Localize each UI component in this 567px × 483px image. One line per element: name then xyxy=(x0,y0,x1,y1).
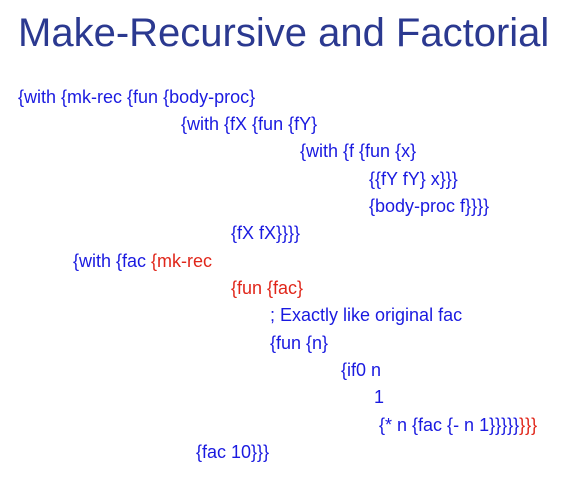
code-segment-highlighted: }}} xyxy=(519,415,538,435)
code-segment: {fX fX}}}} xyxy=(231,223,301,243)
code-segment: {with {fac xyxy=(73,251,152,271)
code-line: {with {f {fun {x} xyxy=(300,140,416,162)
code-line: {fun {n} xyxy=(270,332,328,354)
code-segment-highlighted: {fun {fac} xyxy=(231,278,304,298)
code-line: {* n {fac {- n 1}}}}}}}} xyxy=(379,414,537,436)
code-line: ; Exactly like original fac xyxy=(270,304,462,326)
code-line: {fun {fac} xyxy=(231,277,303,299)
code-segment: 1 xyxy=(374,387,385,407)
code-line: {fac 10}}} xyxy=(196,441,269,463)
code-line: {with {fac {mk-rec xyxy=(73,250,212,272)
code-segment: {fun {n} xyxy=(270,333,329,353)
code-segment: {with {fX {fun {fY} xyxy=(181,114,318,134)
code-segment: {if0 n xyxy=(341,360,382,380)
code-segment: {fac 10}}} xyxy=(196,442,270,462)
code-segment: {with {mk-rec {fun {body-proc} xyxy=(18,87,256,107)
code-comment: ; Exactly like original fac xyxy=(270,305,463,325)
code-line: {with {mk-rec {fun {body-proc} xyxy=(18,86,255,108)
code-line: {fX fX}}}} xyxy=(231,222,300,244)
code-line: 1 xyxy=(374,386,384,408)
code-segment: {with {f {fun {x} xyxy=(300,141,417,161)
code-segment: {{fY fY} x}}} xyxy=(369,169,458,189)
slide-title: Make-Recursive and Factorial xyxy=(18,11,550,55)
code-line: {with {fX {fun {fY} xyxy=(181,113,317,135)
code-segment: {body-proc f}}}} xyxy=(369,196,490,216)
code-segment: {* n {fac {- n 1}}}}} xyxy=(379,415,520,435)
code-line: {if0 n xyxy=(341,359,381,381)
code-line: {{fY fY} x}}} xyxy=(369,168,458,190)
code-line: {body-proc f}}}} xyxy=(369,195,489,217)
code-segment-highlighted: {mk-rec xyxy=(151,251,213,271)
